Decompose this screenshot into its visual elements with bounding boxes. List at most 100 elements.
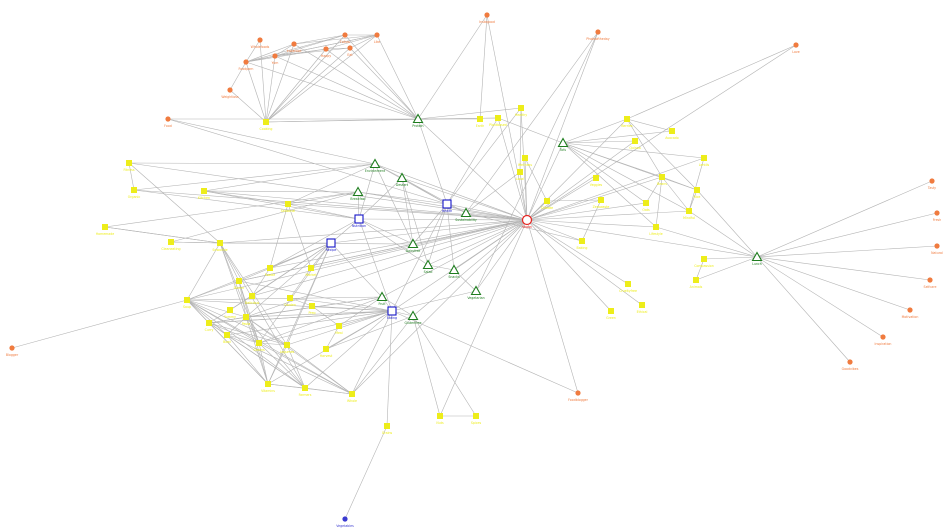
- yellow-node[interactable]: Ethical: [637, 302, 648, 314]
- orange-node[interactable]: Wholefoods: [251, 37, 270, 49]
- orange-node[interactable]: Photooftheday: [586, 29, 610, 41]
- yellow-node[interactable]: Pasta: [242, 314, 251, 326]
- yellow-node-shape: [206, 320, 212, 326]
- square-node[interactable]: Eating: [387, 306, 397, 320]
- yellow-node[interactable]: Curry: [205, 320, 214, 332]
- orange-node[interactable]: Weightloss: [221, 87, 239, 99]
- yellow-node[interactable]: Mindful: [683, 208, 695, 220]
- yellow-node[interactable]: Prep: [308, 303, 316, 315]
- orange-node[interactable]: Like: [374, 32, 380, 44]
- orange-node[interactable]: Goodvibes: [842, 359, 859, 371]
- yellow-node[interactable]: Market: [306, 265, 318, 277]
- square-node[interactable]: Recipe: [326, 238, 337, 252]
- yellow-node[interactable]: Organic: [128, 187, 141, 199]
- triangle-node[interactable]: Glutenfree: [405, 310, 422, 326]
- triangle-node[interactable]: Tofu: [557, 137, 569, 153]
- hub-node[interactable]: Vegan: [521, 214, 533, 230]
- yellow-node[interactable]: Dinner: [234, 278, 245, 290]
- triangle-node[interactable]: Environment: [365, 158, 386, 174]
- yellow-node[interactable]: Foodie: [265, 265, 276, 277]
- orange-node[interactable]: Yum: [272, 53, 279, 65]
- orange-node[interactable]: Follow: [340, 32, 350, 44]
- orange-node[interactable]: Inspiration: [875, 334, 892, 346]
- yellow-node[interactable]: Delicious: [245, 293, 260, 305]
- triangle-node[interactable]: Dairyfree: [406, 238, 421, 254]
- yellow-node[interactable]: Baking: [577, 238, 588, 250]
- yellow-node[interactable]: Greens: [253, 340, 265, 352]
- triangle-node[interactable]: Vegetarian: [467, 285, 485, 301]
- yellow-node[interactable]: Avocado: [665, 128, 679, 140]
- yellow-node[interactable]: Bowl: [223, 332, 231, 344]
- edge: [186, 299, 353, 395]
- yellow-node[interactable]: Legumes: [280, 342, 295, 354]
- yellow-node[interactable]: Healthy: [515, 105, 527, 117]
- yellow-node[interactable]: Grains: [382, 423, 393, 435]
- yellow-node[interactable]: Nuts: [436, 413, 444, 425]
- yellow-node[interactable]: Homemade: [96, 224, 114, 236]
- orange-node[interactable]: Eat: [347, 45, 353, 57]
- triangle-node[interactable]: Dessert: [396, 172, 409, 188]
- node-label: Fresh: [933, 218, 941, 222]
- yellow-node[interactable]: Local: [516, 169, 524, 181]
- orange-node[interactable]: Fresh: [933, 210, 941, 222]
- yellow-node[interactable]: Compassion: [694, 256, 714, 268]
- yellow-node[interactable]: Zerowaste: [593, 197, 610, 209]
- yellow-node[interactable]: Berries: [621, 116, 633, 128]
- yellow-node[interactable]: Garden: [284, 295, 296, 307]
- yellow-node[interactable]: Fitness: [123, 160, 135, 172]
- orange-node[interactable]: Instafood: [287, 41, 302, 53]
- orange-node[interactable]: Love: [792, 42, 800, 54]
- yellow-node[interactable]: Earth: [476, 116, 485, 128]
- yellow-node[interactable]: Meal: [335, 323, 343, 335]
- orange-node[interactable]: Food: [164, 116, 172, 128]
- yellow-node[interactable]: Animals: [690, 277, 703, 289]
- yellow-node[interactable]: Plantbased: [489, 115, 507, 127]
- yellow-node[interactable]: Harvest: [320, 346, 333, 358]
- edge: [401, 177, 528, 221]
- yellow-node[interactable]: Kitchen: [198, 188, 210, 200]
- triangle-node[interactable]: Breakfast: [350, 186, 366, 202]
- yellow-node[interactable]: Wellness: [518, 155, 532, 167]
- square-node[interactable]: Health: [442, 199, 452, 213]
- yellow-node[interactable]: Whole: [347, 391, 357, 403]
- triangle-node[interactable]: Salad: [422, 259, 434, 275]
- square-node[interactable]: Nutrition: [352, 214, 366, 228]
- yellow-node[interactable]: Cooking: [260, 119, 273, 131]
- orange-node[interactable]: Instagood: [479, 12, 495, 24]
- yellow-node[interactable]: Quinoa: [629, 138, 641, 150]
- triangle-node[interactable]: Protein: [412, 113, 424, 129]
- yellow-node[interactable]: Rice: [694, 187, 701, 199]
- orange-node[interactable]: Natural: [931, 243, 943, 255]
- triangle-node[interactable]: Lunch: [751, 251, 763, 267]
- yellow-node[interactable]: Soup: [183, 297, 191, 309]
- purple-node[interactable]: Vegetables: [336, 516, 354, 528]
- yellow-node[interactable]: Seasonal: [281, 201, 296, 213]
- yellow-node[interactable]: Yummy: [224, 307, 236, 319]
- triangle-node[interactable]: Fruit: [376, 291, 388, 307]
- orange-node[interactable]: Selfcare: [924, 277, 937, 289]
- yellow-node[interactable]: Vitamins: [261, 381, 275, 393]
- orange-node[interactable]: Tasty: [927, 178, 936, 190]
- yellow-node-shape: [309, 303, 315, 309]
- triangle-node[interactable]: Sustainability: [455, 207, 477, 223]
- triangle-node[interactable]: Snacks: [448, 264, 460, 280]
- yellow-node[interactable]: Farmers: [299, 385, 312, 397]
- orange-node[interactable]: Motivation: [902, 307, 919, 319]
- orange-node[interactable]: Happy: [321, 46, 331, 58]
- orange-node[interactable]: Foodblogger: [568, 390, 589, 402]
- yellow-node[interactable]: Crueltyfree: [619, 281, 637, 293]
- edge: [293, 34, 378, 45]
- orange-node[interactable]: Blogger: [6, 345, 19, 357]
- yellow-node[interactable]: Lifestyle: [649, 224, 663, 236]
- yellow-node[interactable]: Beans: [657, 174, 667, 186]
- yellow-node[interactable]: Oats: [642, 200, 650, 212]
- yellow-node[interactable]: Green: [606, 308, 616, 320]
- yellow-node[interactable]: Cleaneating: [161, 239, 181, 251]
- yellow-node[interactable]: Smoothie: [212, 240, 228, 252]
- yellow-node[interactable]: Climate: [541, 198, 553, 210]
- yellow-node[interactable]: Spices: [471, 413, 482, 425]
- orange-node-shape: [929, 178, 935, 184]
- yellow-node[interactable]: Lentils: [699, 155, 710, 167]
- orange-node[interactable]: Foodporn: [239, 59, 254, 71]
- yellow-node[interactable]: Veggies: [590, 175, 603, 187]
